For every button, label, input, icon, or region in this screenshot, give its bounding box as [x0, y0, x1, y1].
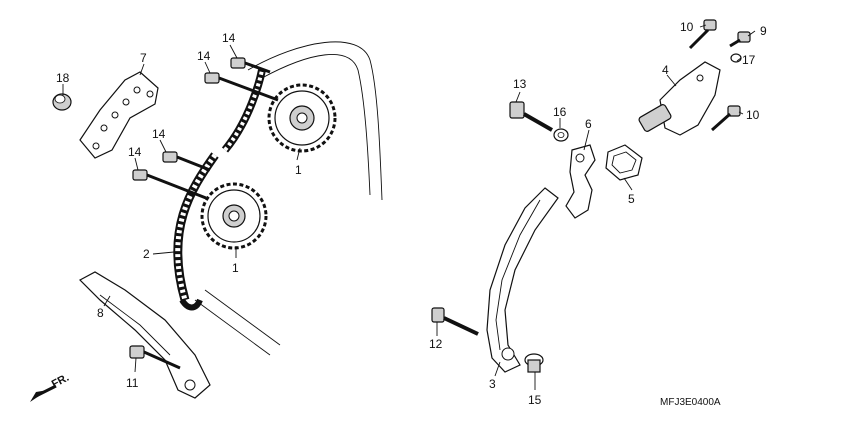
callout-14: 14 — [128, 145, 142, 159]
fr-label: FR. — [50, 372, 71, 391]
pivot-collar — [524, 353, 544, 373]
callout-4: 4 — [662, 63, 669, 77]
callout-5: 5 — [628, 192, 635, 206]
washer — [553, 128, 569, 142]
callout-11: 11 — [126, 376, 139, 390]
cam-sprocket-upper — [267, 83, 337, 153]
callout-labels: 18 7 14 14 14 14 1 1 2 8 11 13 16 6 5 10… — [56, 20, 767, 407]
cam-chain-guide — [79, 271, 211, 399]
sprocket-bolts — [132, 57, 279, 200]
tensioner-bracket — [565, 144, 596, 219]
rubber-plug — [52, 93, 72, 111]
cam-sprocket-lower — [200, 182, 268, 250]
front-direction-arrow — [30, 384, 57, 402]
cam-chain-tensioner-lifter — [638, 61, 721, 136]
tensioner-pivot-bolt — [431, 307, 479, 336]
tensioner-gasket — [605, 144, 643, 181]
head-outline — [194, 41, 383, 356]
callout-6: 6 — [585, 117, 592, 131]
callout-7: 7 — [140, 51, 147, 65]
callout-10: 10 — [746, 108, 760, 122]
callout-13: 13 — [513, 77, 527, 91]
guide-bolt — [129, 345, 181, 370]
lifter-bolts — [688, 19, 751, 132]
callout-18: 18 — [56, 71, 70, 85]
callout-10: 10 — [680, 20, 694, 34]
callout-3: 3 — [489, 377, 496, 391]
callout-14: 14 — [197, 49, 211, 63]
callout-2: 2 — [143, 247, 150, 261]
callout-12: 12 — [429, 337, 443, 351]
leader-lines — [62, 24, 756, 390]
callout-15: 15 — [528, 393, 542, 407]
chain-tensioner-arm — [486, 187, 559, 373]
bracket-bolt — [509, 101, 553, 132]
callout-14: 14 — [222, 31, 236, 45]
callout-8: 8 — [97, 306, 104, 320]
callout-14: 14 — [152, 127, 166, 141]
chain-guide-plate — [79, 71, 159, 159]
diagram-code: MFJ3E0400A — [660, 397, 721, 408]
callout-1: 1 — [232, 261, 239, 275]
callout-1: 1 — [295, 163, 302, 177]
callout-16: 16 — [553, 105, 567, 119]
callout-17: 17 — [742, 53, 756, 67]
callout-9: 9 — [760, 24, 767, 38]
